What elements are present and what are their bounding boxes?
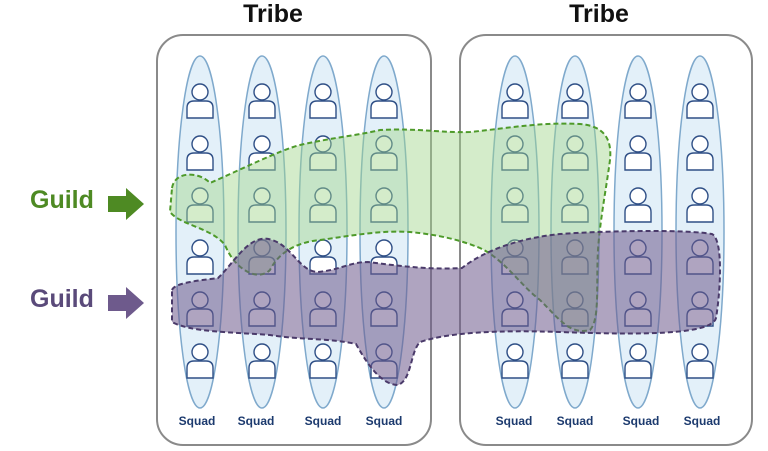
squad-label: Squad [683, 414, 721, 428]
person-icon [561, 83, 589, 119]
guild-label: Guild [30, 186, 94, 214]
person-icon [624, 135, 652, 171]
person-icon [248, 83, 276, 119]
person-icon [309, 343, 337, 379]
person-icon [370, 135, 398, 171]
person-icon [186, 343, 214, 379]
person-icon [686, 83, 714, 119]
person-icon [186, 187, 214, 223]
person-icon [501, 187, 529, 223]
person-icon [686, 343, 714, 379]
person-icon [686, 135, 714, 171]
tribe-title: Tribe [243, 0, 303, 28]
person-icon [624, 343, 652, 379]
person-icon [248, 135, 276, 171]
person-icon [370, 83, 398, 119]
person-icon [186, 135, 214, 171]
person-icon [186, 239, 214, 275]
person-icon [248, 187, 276, 223]
squad-label: Squad [365, 414, 403, 428]
guild-label: Guild [30, 285, 94, 313]
person-icon [561, 187, 589, 223]
person-icon [186, 83, 214, 119]
tribe-title: Tribe [569, 0, 629, 28]
squad-label: Squad [237, 414, 275, 428]
person-icon [501, 135, 529, 171]
squad-label: Squad [178, 414, 216, 428]
guild-region-purple [171, 230, 721, 387]
person-icon [370, 187, 398, 223]
person-icon [309, 83, 337, 119]
squad-label: Squad [304, 414, 342, 428]
person-icon [309, 187, 337, 223]
person-icon [561, 135, 589, 171]
person-icon [501, 343, 529, 379]
person-icon [501, 83, 529, 119]
right-arrow-icon [108, 188, 144, 220]
right-arrow-icon [108, 287, 144, 319]
squad-label: Squad [495, 414, 533, 428]
squad-label: Squad [622, 414, 660, 428]
squad-label: Squad [556, 414, 594, 428]
person-icon [686, 187, 714, 223]
person-icon [561, 343, 589, 379]
person-icon [624, 83, 652, 119]
person-icon [248, 343, 276, 379]
person-icon [624, 187, 652, 223]
